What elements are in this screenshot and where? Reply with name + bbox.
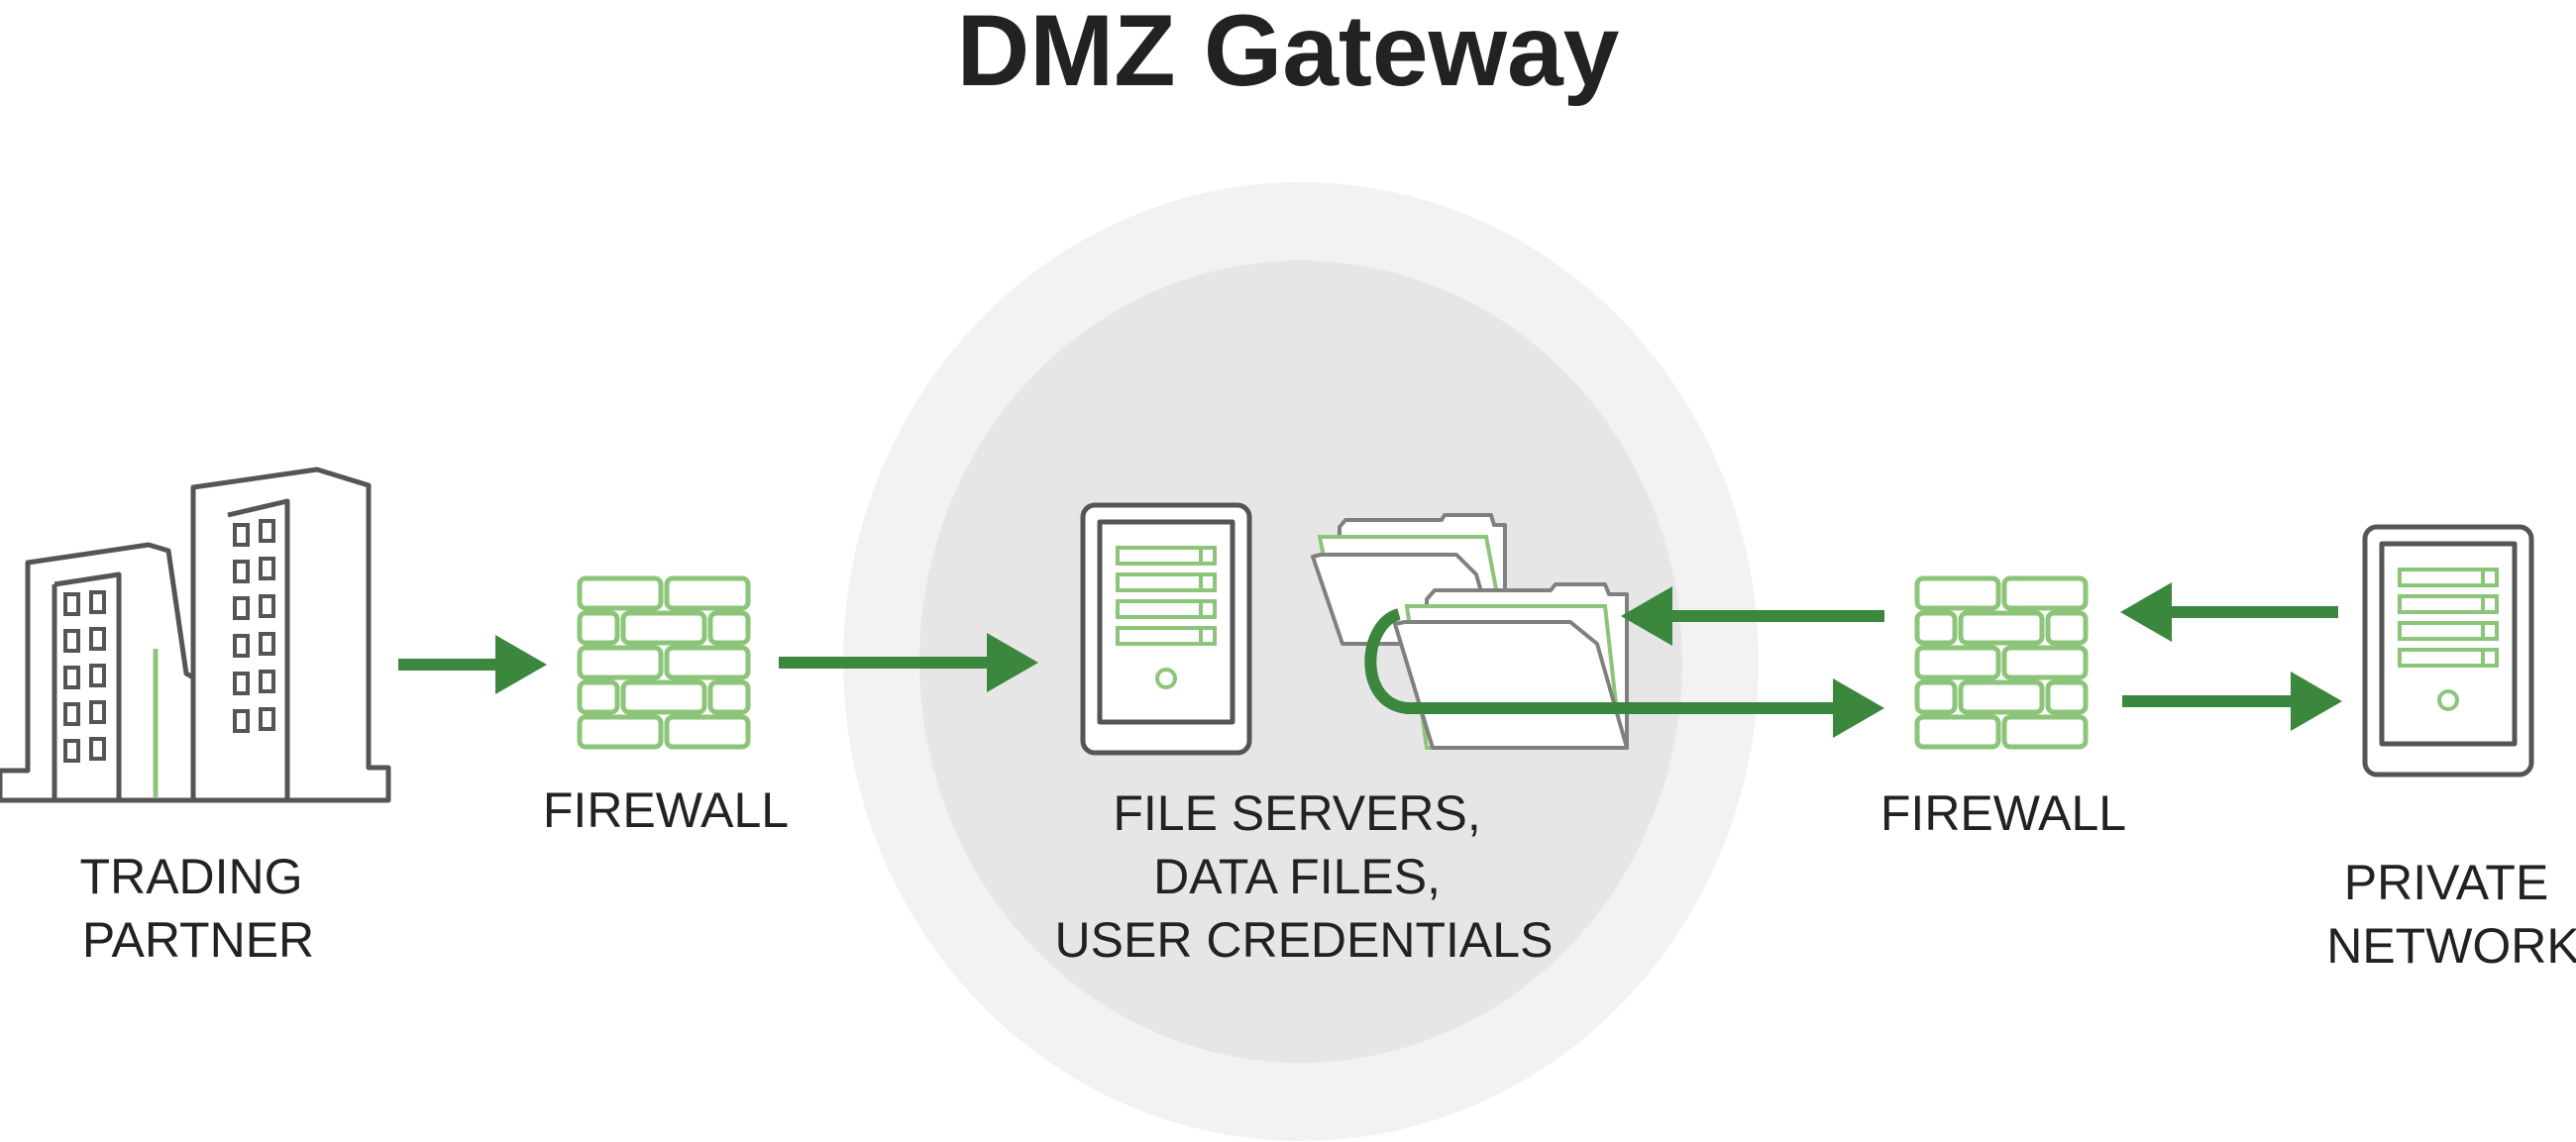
dmz-center-line1: FILE SERVERS, [1113,785,1480,841]
arrow-icon [398,635,547,694]
brick-wall-icon [1914,575,2089,750]
dmz-center-line3: USER CREDENTIALS [1055,912,1554,968]
folder-icon [1393,582,1629,750]
server-icon [2362,524,2534,778]
trading-partner-line2: PARTNER [82,912,314,968]
arrow-icon [2122,672,2342,731]
trading-partner-label: TRADING PARTNER [80,849,317,968]
buildings-icon [0,467,391,803]
arrow-icon [779,633,1038,692]
firewall-right-label: FIREWALL [1880,785,2126,841]
arrow-icon [1621,586,1884,646]
brick-wall-icon [577,575,751,750]
arrow-icon [1364,608,1884,738]
arrow-icon [2120,582,2338,642]
private-network-line2: NETWORK [2326,918,2576,974]
diagram-title: DMZ Gateway [957,0,1620,107]
dmz-center-label: FILE SERVERS, DATA FILES, USER CREDENTIA… [1055,785,1554,968]
dmz-zone-inner [919,260,1682,1063]
trading-partner-line1: TRADING [80,849,303,904]
firewall-left-label: FIREWALL [543,782,789,838]
server-icon [1080,502,1252,756]
private-network-label: PRIVATE NETWORK [2326,855,2576,974]
private-network-line1: PRIVATE [2344,855,2549,910]
dmz-center-line2: DATA FILES, [1153,849,1441,904]
